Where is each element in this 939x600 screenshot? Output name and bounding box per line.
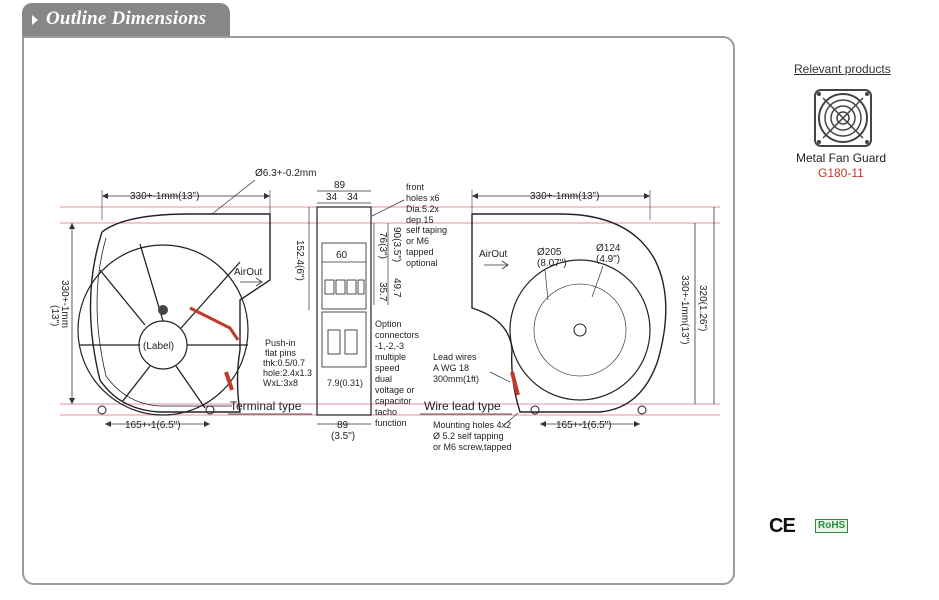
dim-35: 35.7	[377, 282, 388, 302]
terminal-type-label: Terminal type	[230, 399, 302, 413]
hole-dim: Ø6.3+-0.2mm	[255, 168, 316, 179]
right-height-a: 330+-1mm(13")	[679, 275, 690, 344]
dim-49: 49.7	[391, 278, 402, 298]
dim-76: 76(3")	[377, 232, 388, 259]
left-airout: AirOut	[234, 267, 263, 278]
right-width-dim: 330+-1mm(13")	[530, 191, 599, 202]
product-name-link[interactable]: Metal Fan Guard	[796, 151, 887, 165]
left-height-dim-1: 330+-1mm	[59, 280, 70, 328]
left-height-dim-2: (13")	[49, 305, 60, 326]
right-bottom-dim: 165+-1(6.5")	[556, 420, 612, 431]
lead-wires-note: Lead wires A WG 18 300mm(1ft)	[433, 352, 479, 384]
relevant-products-heading: Relevant products	[794, 62, 891, 76]
side-sub-a: 34	[326, 192, 338, 203]
section-title: Outline Dimensions	[46, 8, 207, 29]
side-bottom-width-in: (3.5")	[331, 431, 355, 442]
mounting-holes-note: Mounting holes 4x2 Ø 5.2 self tapping or…	[433, 420, 514, 452]
side-height: 152.4(6")	[294, 240, 305, 281]
right-airout: AirOut	[479, 249, 508, 260]
left-bottom-dim: 165+-1(6.5")	[125, 420, 181, 431]
dim-90: 90(3.5")	[391, 227, 402, 262]
dia-124-in: (4.9")	[596, 254, 620, 265]
dim-79: 7.9(0.31)	[327, 378, 363, 388]
option-connectors-note: Option connectors -1,-2,-3 multiple spee…	[375, 319, 422, 428]
section-tab: Outline Dimensions	[22, 3, 230, 37]
left-width-dim: 330+-1mm(13")	[130, 191, 199, 202]
fan-guard-icon[interactable]	[813, 88, 873, 148]
right-height-b: 320(1.26")	[697, 285, 708, 331]
side-top-width: 89	[334, 180, 346, 191]
label-text: (Label)	[143, 341, 174, 352]
wire-lead-type-label: Wire lead type	[424, 399, 501, 413]
ce-mark: CE	[769, 515, 796, 537]
rohs-badge: RoHS	[815, 519, 849, 533]
side-bottom-width: 89	[337, 420, 349, 431]
dia-205-in: (8.07")	[537, 258, 567, 269]
left-fan-view: 330+-1mm(13") Ø6.3+-0.2mm 330+-1mm (13")…	[49, 168, 720, 431]
product-code-link[interactable]: G180-11	[818, 166, 864, 180]
side-inner-width: 60	[336, 250, 348, 261]
drawing-panel	[22, 36, 735, 585]
dia-205: Ø205	[537, 247, 562, 258]
push-in-notes: Push-in flat pins thk:0.5/0.7 hole:2.4x1…	[263, 338, 315, 388]
side-sub-b: 34	[347, 192, 359, 203]
arrow-right-icon	[32, 15, 38, 25]
front-holes-note: front holes x6 Dia.5.2x dep.15 self tapi…	[406, 182, 450, 268]
side-view: 89 34 34 152.4(6") 60 76(3") 90(3.5") 49…	[294, 180, 450, 442]
right-fan-view: 330+-1mm(13") AirOut Ø205 (8.07") Ø124 (…	[420, 190, 715, 452]
dia-124: Ø124	[596, 243, 621, 254]
